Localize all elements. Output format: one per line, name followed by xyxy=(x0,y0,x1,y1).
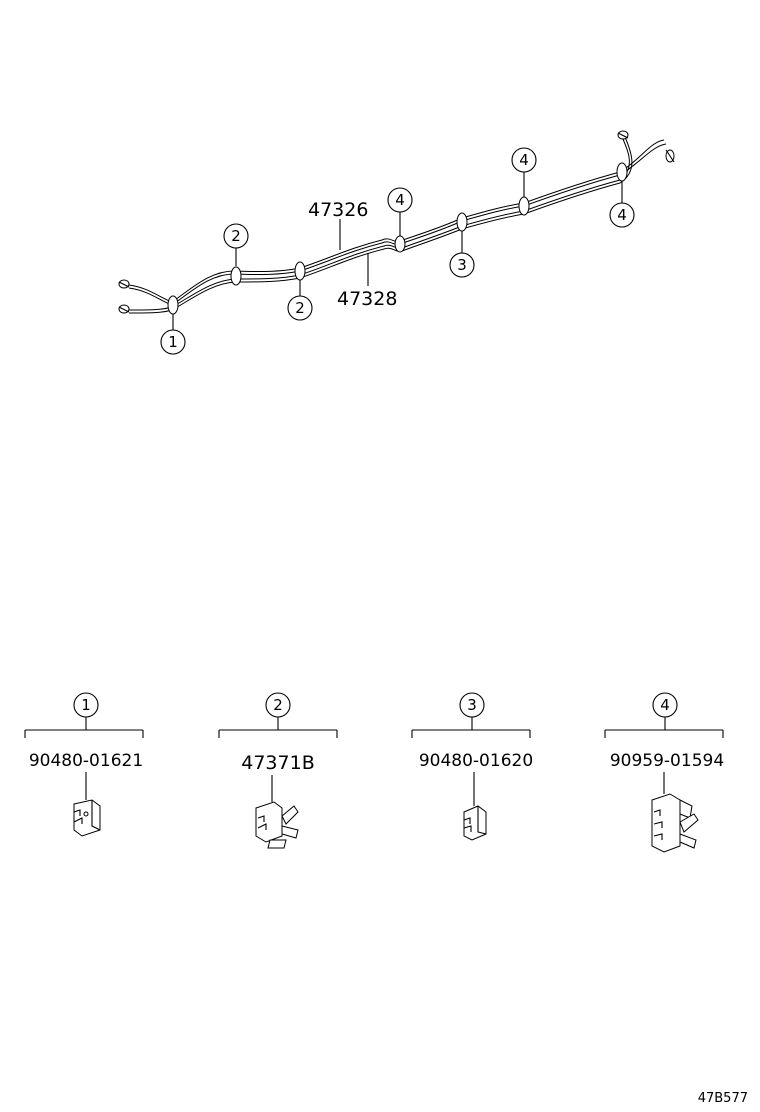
tube-47328-outline-a xyxy=(128,136,630,311)
tube-47326-outline-a xyxy=(128,139,665,303)
clamp-4b xyxy=(518,196,530,216)
legend: 1 90480-01621 2 47371B xyxy=(24,692,724,853)
callout-1-tube: 1 xyxy=(160,329,186,355)
svg-text:4: 4 xyxy=(519,151,529,169)
svg-text:4: 4 xyxy=(660,696,670,714)
svg-text:2: 2 xyxy=(231,227,241,245)
svg-text:1: 1 xyxy=(168,333,178,351)
svg-text:4: 4 xyxy=(617,206,627,224)
tube-47326-outline-b xyxy=(128,143,667,306)
svg-text:3: 3 xyxy=(467,696,477,714)
clamp-1 xyxy=(167,295,179,315)
tube-47328-outline-b xyxy=(128,136,633,314)
callout-4-tube-b: 4 xyxy=(511,147,537,173)
clip-90480-01620-icon xyxy=(463,805,487,841)
right-fitting-lower xyxy=(665,149,675,163)
right-fitting-upper xyxy=(617,130,629,140)
clamp-2a xyxy=(230,266,242,286)
left-fitting-upper xyxy=(118,279,130,289)
legend-item-3: 3 90480-01620 xyxy=(411,692,533,841)
callout-2-tube-a: 2 xyxy=(223,223,249,249)
tube-leaders xyxy=(172,171,623,330)
clamp-3 xyxy=(456,212,468,232)
clip-47371b-icon xyxy=(255,801,299,849)
tube-label-upper: 47326 xyxy=(308,199,368,221)
svg-text:2: 2 xyxy=(295,299,305,317)
callout-2-tube-b: 2 xyxy=(287,295,313,321)
callout-3-tube: 3 xyxy=(449,252,475,278)
diagram-code: 47B577 xyxy=(697,1091,748,1106)
tube-label-lower: 47328 xyxy=(337,288,397,310)
legend-item-4: 4 90959-01594 xyxy=(604,692,724,853)
callout-4-tube-c: 4 xyxy=(609,202,635,228)
svg-text:1: 1 xyxy=(81,696,91,714)
legend-item-1: 1 90480-01621 xyxy=(24,692,144,837)
callout-4-tube-a: 4 xyxy=(387,187,413,213)
brake-tube-assembly xyxy=(118,130,675,315)
svg-text:2: 2 xyxy=(273,696,283,714)
clip-90480-01621-icon xyxy=(73,799,101,837)
part-number-2: 47371B xyxy=(241,752,314,774)
clip-90959-01594-icon xyxy=(651,793,699,853)
part-number-4: 90959-01594 xyxy=(610,751,724,771)
left-fitting-lower xyxy=(118,304,130,314)
part-number-1: 90480-01621 xyxy=(29,751,143,771)
part-number-3: 90480-01620 xyxy=(419,751,533,771)
svg-text:4: 4 xyxy=(395,191,405,209)
legend-item-2: 2 47371B xyxy=(218,692,338,849)
clamp-4c xyxy=(616,162,628,182)
clamp-4a xyxy=(394,235,406,253)
svg-text:3: 3 xyxy=(457,256,467,274)
clamp-2b xyxy=(294,261,306,281)
